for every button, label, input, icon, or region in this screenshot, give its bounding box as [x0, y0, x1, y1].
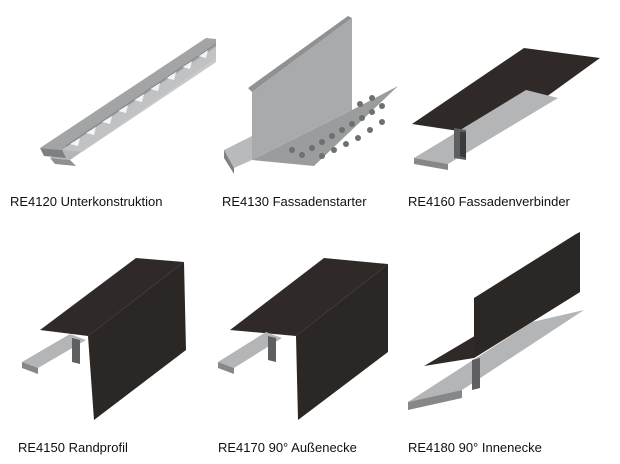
product-caption: RE4180 90° Innenecke	[408, 440, 542, 455]
outside-corner-profile-icon	[218, 258, 388, 420]
product-tile-re4150: RE4150 Randprofil	[18, 232, 224, 464]
product-caption: RE4160 Fassadenverbinder	[408, 194, 570, 209]
t-connector-profile-icon	[412, 48, 600, 170]
product-tile-re4180: RE4180 90° Innenecke	[408, 232, 614, 464]
product-tile-re4120: RE4120 Unterkonstruktion	[10, 0, 216, 232]
product-tile-re4170: RE4170 90° Außenecke	[218, 232, 424, 464]
starter-profile-with-perforated-base-icon	[224, 16, 398, 174]
product-tile-re4130: RE4130 Fassadenstarter	[222, 0, 428, 232]
edge-profile-icon	[22, 258, 186, 420]
product-tile-re4160: RE4160 Fassadenverbinder	[408, 0, 614, 232]
product-caption: RE4170 90° Außenecke	[218, 440, 357, 455]
product-caption: RE4120 Unterkonstruktion	[10, 194, 163, 209]
product-caption: RE4150 Randprofil	[18, 440, 128, 455]
product-caption: RE4130 Fassadenstarter	[222, 194, 367, 209]
inside-corner-profile-icon	[408, 232, 584, 410]
perforated-rail-profile-icon	[40, 38, 216, 166]
